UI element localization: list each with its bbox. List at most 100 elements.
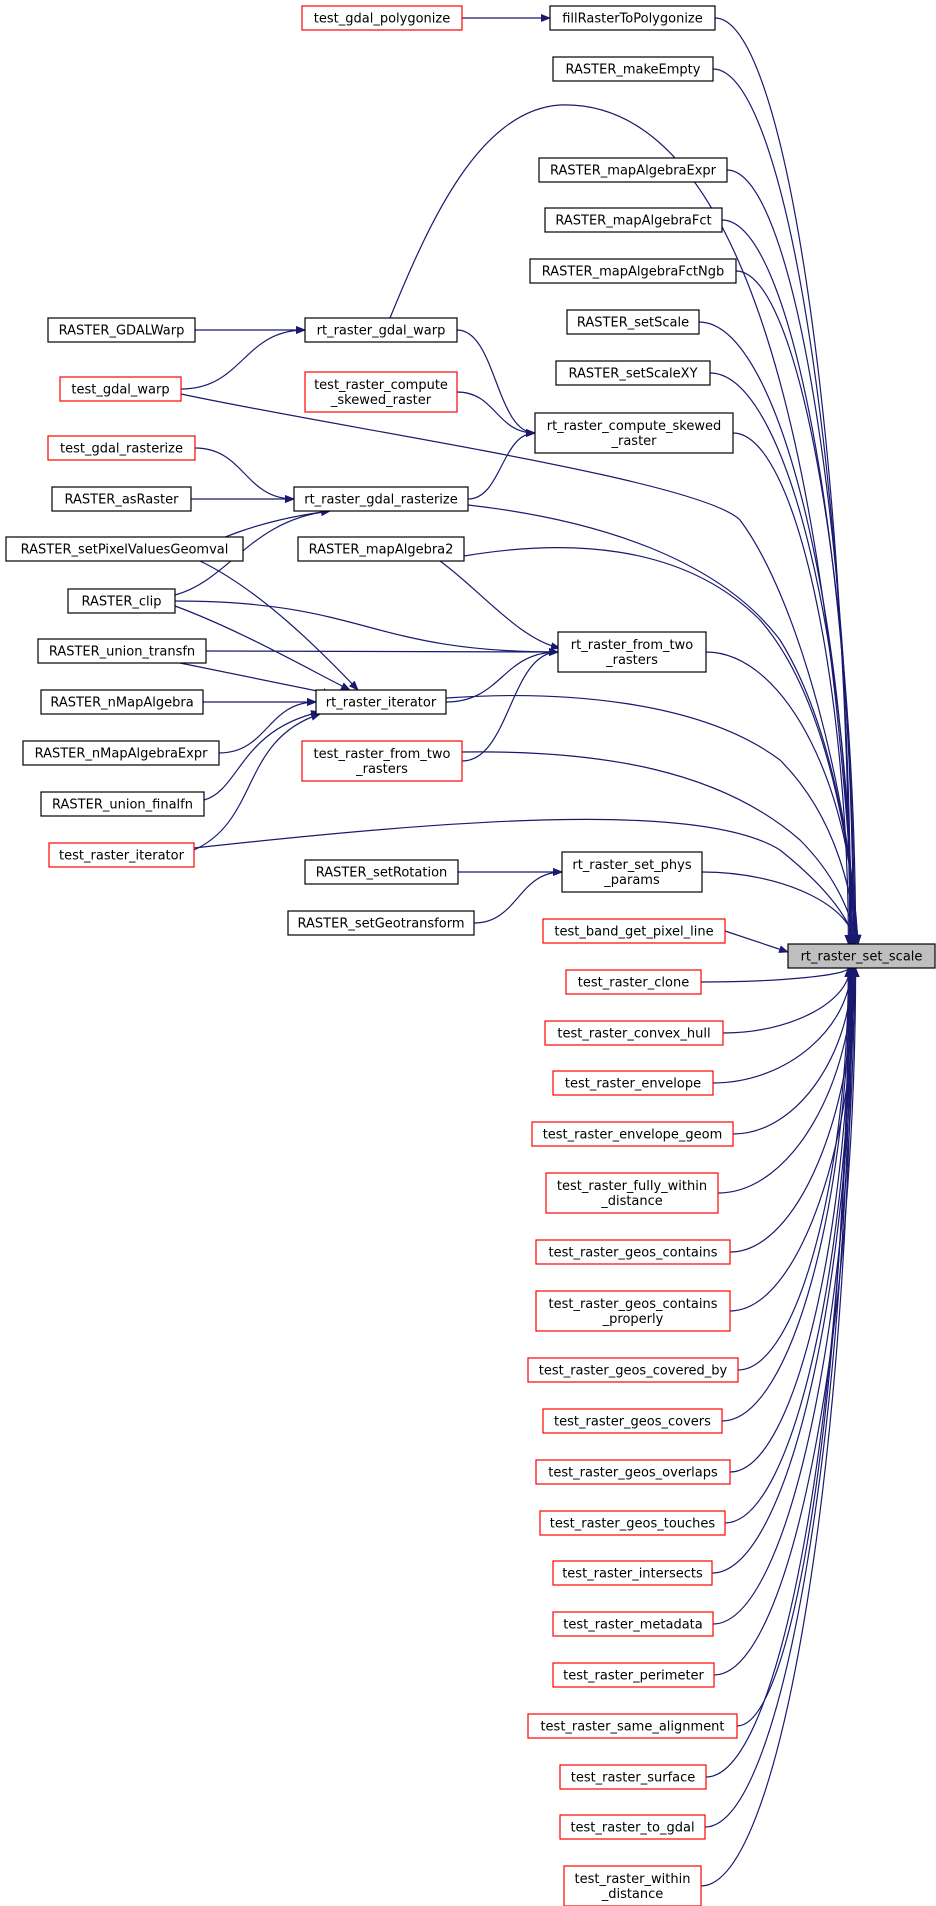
node-label: _raster bbox=[610, 434, 657, 449]
edge-RASTER_setScale-to-rt_raster_set_scale bbox=[698, 321, 855, 945]
edge-RASTER_mapAlgebraExpr-to-rt_raster_set_scale bbox=[726, 169, 858, 945]
node-label: test_raster_geos_covers bbox=[554, 1415, 711, 1430]
node-raster-clip[interactable]: RASTER_clip bbox=[67, 588, 176, 614]
node-label: RASTER_union_transfn bbox=[49, 645, 195, 660]
node-test-raster-metadata[interactable]: test_raster_metadata bbox=[552, 1611, 714, 1637]
node-test-raster-geos-covers[interactable]: test_raster_geos_covers bbox=[542, 1408, 723, 1434]
node-box bbox=[552, 56, 714, 82]
node-test-raster-envelope-geom[interactable]: test_raster_envelope_geom bbox=[531, 1121, 734, 1147]
node-box bbox=[301, 5, 463, 31]
node-box bbox=[51, 486, 192, 512]
node-test-raster-clone[interactable]: test_raster_clone bbox=[565, 969, 702, 995]
node-test-raster-from-two-rasters[interactable]: test_raster_from_two_rasters bbox=[301, 740, 463, 782]
edge-test_raster_geos_covers-to-rt_raster_set_scale bbox=[721, 967, 854, 1422]
node-raster-gdalwarp[interactable]: RASTER_GDALWarp bbox=[47, 317, 196, 343]
node-test-raster-geos-touches[interactable]: test_raster_geos_touches bbox=[539, 1510, 726, 1536]
node-test-raster-geos-contains-properly[interactable]: test_raster_geos_contains_properly bbox=[535, 1290, 731, 1332]
edge-RASTER_setPixelValuesGeomval-to-rt_raster_iterator bbox=[199, 560, 359, 691]
node-raster-nmapalgebraexpr[interactable]: RASTER_nMapAlgebraExpr bbox=[22, 740, 220, 766]
node-label: test_raster_geos_overlaps bbox=[548, 1466, 718, 1481]
node-rt-raster-set-scale[interactable]: rt_raster_set_scale bbox=[787, 943, 936, 969]
node-raster-nmapalgebra[interactable]: RASTER_nMapAlgebra bbox=[40, 689, 204, 715]
node-raster-setgeotransform[interactable]: RASTER_setGeotransform bbox=[287, 910, 475, 936]
node-label: test_raster_from_two bbox=[314, 747, 451, 762]
node-box bbox=[535, 1239, 731, 1265]
node-box bbox=[40, 689, 204, 715]
node-label: test_raster_clone bbox=[578, 976, 689, 991]
node-box bbox=[47, 435, 196, 461]
edge-test_raster_iterator-to-rt_raster_set_scale bbox=[193, 818, 858, 945]
node-box bbox=[527, 1713, 738, 1739]
node-raster-mapalgebrafct[interactable]: RASTER_mapAlgebraFct bbox=[544, 207, 723, 233]
node-box bbox=[542, 918, 726, 944]
node-test-raster-compute-skewed-raster[interactable]: test_raster_compute_skewed_raster bbox=[304, 371, 458, 413]
node-raster-makeempty[interactable]: RASTER_makeEmpty bbox=[552, 56, 714, 82]
node-box bbox=[559, 1764, 707, 1790]
node-test-raster-perimeter[interactable]: test_raster_perimeter bbox=[552, 1662, 715, 1688]
node-test-raster-fully-within-distance[interactable]: test_raster_fully_within_distance bbox=[545, 1172, 719, 1214]
edge-test_raster_from_two_rasters-to-rt_raster_from_two_rasters bbox=[461, 648, 559, 762]
node-label: test_raster_fully_within bbox=[557, 1179, 707, 1194]
node-label: rt_raster_set_scale bbox=[801, 950, 923, 965]
node-test-gdal-warp[interactable]: test_gdal_warp bbox=[59, 376, 182, 402]
edge-test_raster_within_distance-to-rt_raster_set_scale bbox=[700, 967, 856, 1887]
node-test-band-get-pixel-line[interactable]: test_band_get_pixel_line bbox=[542, 918, 726, 944]
node-test-gdal-rasterize[interactable]: test_gdal_rasterize bbox=[47, 435, 196, 461]
node-box bbox=[544, 1020, 724, 1046]
node-test-raster-geos-covered-by[interactable]: test_raster_geos_covered_by bbox=[527, 1357, 739, 1383]
node-rt-raster-from-two-rasters[interactable]: rt_raster_from_two_rasters bbox=[557, 631, 707, 673]
node-raster-setscale[interactable]: RASTER_setScale bbox=[566, 309, 700, 335]
node-box bbox=[535, 1290, 731, 1332]
node-rt-raster-iterator[interactable]: rt_raster_iterator bbox=[315, 689, 447, 715]
node-label: _rasters bbox=[355, 762, 408, 777]
node-test-raster-within-distance[interactable]: test_raster_within_distance bbox=[563, 1865, 702, 1906]
node-raster-union-finalfn[interactable]: RASTER_union_finalfn bbox=[40, 791, 205, 817]
node-test-raster-geos-contains[interactable]: test_raster_geos_contains bbox=[535, 1239, 731, 1265]
edge-test_raster_from_two_rasters-to-rt_raster_set_scale bbox=[461, 751, 860, 945]
edge-rt_raster_set_phys_params-to-rt_raster_set_scale bbox=[701, 871, 859, 945]
node-box bbox=[552, 1611, 714, 1637]
edge-rt_raster_gdal_rasterize-to-rt_raster_compute_skewed_raster bbox=[467, 429, 536, 500]
node-rt-raster-compute-skewed-raster[interactable]: rt_raster_compute_skewed_raster bbox=[534, 412, 734, 454]
node-test-raster-envelope[interactable]: test_raster_envelope bbox=[552, 1070, 714, 1096]
node-raster-union-transfn[interactable]: RASTER_union_transfn bbox=[37, 638, 207, 664]
node-rt-raster-gdal-warp[interactable]: rt_raster_gdal_warp bbox=[304, 317, 458, 343]
node-box bbox=[40, 791, 205, 817]
node-test-raster-iterator[interactable]: test_raster_iterator bbox=[48, 842, 195, 868]
node-raster-mapalgebraexpr[interactable]: RASTER_mapAlgebraExpr bbox=[538, 157, 728, 183]
node-box bbox=[67, 588, 176, 614]
edge-test_raster_to_gdal-to-rt_raster_set_scale bbox=[704, 967, 855, 1828]
edge-test_gdal_warp-to-rt_raster_gdal_warp bbox=[180, 326, 306, 390]
node-test-raster-same-alignment[interactable]: test_raster_same_alignment bbox=[527, 1713, 738, 1739]
node-test-gdal-polygonize[interactable]: test_gdal_polygonize bbox=[301, 5, 463, 31]
node-raster-asraster[interactable]: RASTER_asRaster bbox=[51, 486, 192, 512]
node-label: RASTER_setRotation bbox=[316, 866, 448, 881]
node-raster-setscalexy[interactable]: RASTER_setScaleXY bbox=[555, 360, 711, 386]
edge-RASTER_union_transfn-to-rt_raster_iterator bbox=[179, 662, 333, 697]
node-box bbox=[552, 1662, 715, 1688]
node-box bbox=[301, 740, 463, 782]
node-label: test_raster_iterator bbox=[59, 849, 185, 864]
node-raster-setrotation[interactable]: RASTER_setRotation bbox=[304, 859, 459, 885]
node-rt-raster-set-phys-params[interactable]: rt_raster_set_phys_params bbox=[561, 851, 703, 893]
node-label: test_raster_within bbox=[575, 1872, 691, 1887]
node-rt-raster-gdal-rasterize[interactable]: rt_raster_gdal_rasterize bbox=[293, 486, 469, 512]
node-fillrastertopolygonize[interactable]: fillRasterToPolygonize bbox=[549, 5, 716, 31]
edge-RASTER_clip-to-rt_raster_from_two_rasters bbox=[174, 600, 559, 656]
node-raster-mapalgebra2[interactable]: RASTER_mapAlgebra2 bbox=[297, 536, 465, 562]
edge-test_raster_clone-to-rt_raster_set_scale bbox=[700, 967, 853, 983]
node-test-raster-geos-overlaps[interactable]: test_raster_geos_overlaps bbox=[535, 1459, 731, 1485]
node-test-raster-intersects[interactable]: test_raster_intersects bbox=[552, 1560, 713, 1586]
node-test-raster-to-gdal[interactable]: test_raster_to_gdal bbox=[559, 1814, 706, 1840]
node-box bbox=[527, 1357, 739, 1383]
node-raster-setpixelvaluesgeomval[interactable]: RASTER_setPixelValuesGeomval bbox=[5, 536, 244, 562]
node-label: _properly bbox=[602, 1312, 664, 1327]
edge-rt_raster_iterator-to-rt_raster_set_scale bbox=[445, 695, 861, 945]
node-raster-mapalgebrafctngb[interactable]: RASTER_mapAlgebraFctNgb bbox=[529, 258, 737, 284]
node-test-raster-surface[interactable]: test_raster_surface bbox=[559, 1764, 707, 1790]
edge-RASTER_setScaleXY-to-rt_raster_set_scale bbox=[709, 372, 856, 945]
node-box bbox=[549, 5, 716, 31]
node-label: test_raster_perimeter bbox=[563, 1669, 704, 1684]
node-test-raster-convex-hull[interactable]: test_raster_convex_hull bbox=[544, 1020, 724, 1046]
